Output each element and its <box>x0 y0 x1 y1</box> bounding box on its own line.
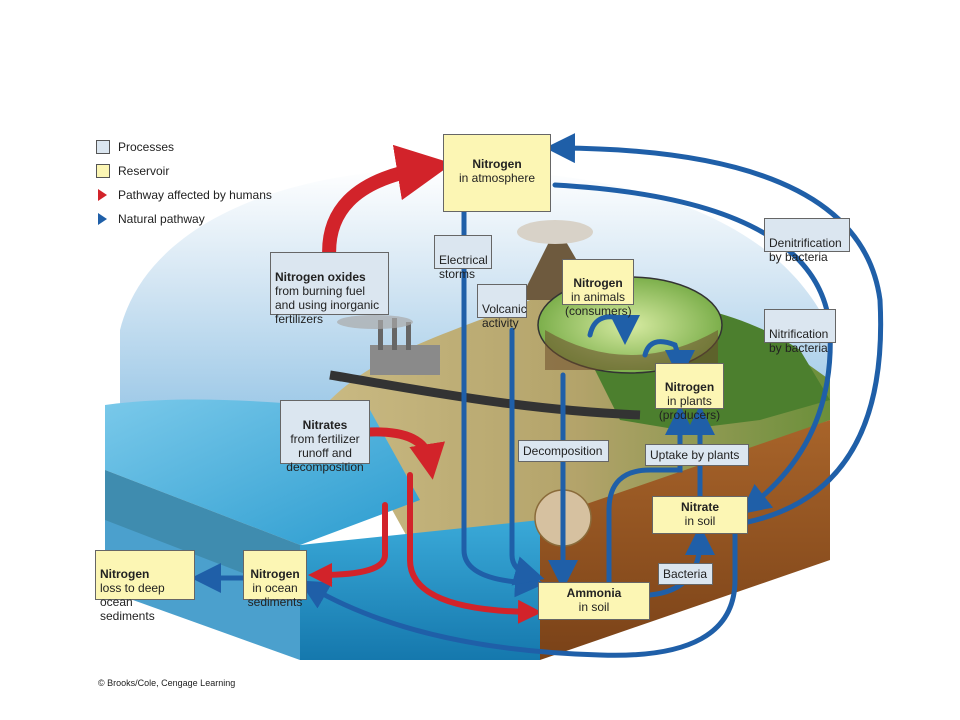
legend-human-label: Pathway affected by humans <box>118 188 272 202</box>
arrow-to-ocean-sediments <box>298 527 738 658</box>
process-bacteria: Bacteria <box>658 563 713 585</box>
arrow-volcanic <box>509 327 545 586</box>
ocean-front <box>300 520 540 660</box>
legend-processes-label: Processes <box>118 140 175 154</box>
reservoir-title: Nitrate <box>680 500 719 514</box>
reservoir-sub: in atmosphere <box>458 171 536 185</box>
arrow-uptake-1 <box>606 405 695 588</box>
process-label: Denitrification by bacteria <box>769 236 842 264</box>
process-nitrification: Nitrification by bacteria <box>764 309 836 355</box>
reservoir-nitrate: Nitrate in soil <box>652 496 748 534</box>
process-label: Nitrification by bacteria <box>769 327 829 355</box>
red-triangle-icon <box>98 189 107 201</box>
process-title: Nitrogen oxides <box>275 270 366 284</box>
process-label: Uptake by plants <box>650 448 740 462</box>
process-decomposition: Decomposition <box>518 440 609 462</box>
legend-natural-pathway: Natural pathway <box>96 207 272 231</box>
process-label: Electrical storms <box>439 253 488 281</box>
process-sub: from burning fuel and using inorganic fe… <box>275 284 380 326</box>
reservoir-title: Ammonia <box>566 586 622 600</box>
reservoir-sub: in soil <box>578 600 610 614</box>
process-denitrification: Denitrification by bacteria <box>764 218 850 264</box>
legend-reservoir: Reservoir <box>96 159 272 183</box>
arrow-denitrification <box>545 133 884 525</box>
process-title: Nitrates <box>302 418 348 432</box>
reservoir-ammonia: Ammonia in soil <box>538 582 650 620</box>
reservoir-sub: in animals (consumers) <box>565 290 632 318</box>
legend-human-pathway: Pathway affected by humans <box>96 183 272 207</box>
process-sub: from fertilizer runoff and decomposition <box>286 432 364 474</box>
process-swatch <box>96 140 110 154</box>
process-label: Bacteria <box>663 567 708 581</box>
smoke <box>337 315 413 329</box>
legend-reservoir-label: Reservoir <box>118 164 170 178</box>
arrow-nitrates-runoff <box>365 427 445 480</box>
reservoir-title: Nitrogen <box>664 380 715 394</box>
arrow-to-ammonia-red <box>407 472 542 624</box>
reservoir-title: Nitrogen <box>472 157 522 171</box>
reservoir-sub: in ocean sediments <box>247 581 303 609</box>
legend-processes: Processes <box>96 135 272 159</box>
reservoir-sub: in plants (producers) <box>658 394 721 422</box>
process-label: Volcanic activity <box>482 302 527 330</box>
process-volcanic-activity: Volcanic activity <box>477 284 527 330</box>
reservoir-sub: in soil <box>684 514 716 528</box>
reservoir-sub: loss to deep ocean sediments <box>100 581 165 623</box>
reservoir-title: Nitrogen <box>250 567 300 581</box>
legend-natural-label: Natural pathway <box>118 212 205 226</box>
arrow-nitrogen-oxides <box>322 144 453 272</box>
human-arrows <box>308 144 542 624</box>
volcano-plume <box>517 220 593 244</box>
reservoir-swatch <box>96 164 110 178</box>
legend: Processes Reservoir Pathway affected by … <box>96 135 272 231</box>
reservoir-atmosphere: Nitrogen in atmosphere <box>443 134 551 212</box>
arrow-to-sediments-red <box>308 502 388 587</box>
road <box>329 370 641 420</box>
arrow-animals-loop <box>587 314 640 345</box>
blue-triangle-icon <box>98 213 107 225</box>
copyright-credit: © Brooks/Cole, Cengage Learning <box>98 678 236 688</box>
reservoir-title: Nitrogen <box>100 567 150 581</box>
process-label: Decomposition <box>523 444 603 458</box>
arrow-plants-animals <box>642 339 695 380</box>
reservoir-title: Nitrogen <box>573 276 623 290</box>
process-uptake-by-plants: Uptake by plants <box>645 444 749 466</box>
process-electrical-storms: Electrical storms <box>434 235 492 281</box>
